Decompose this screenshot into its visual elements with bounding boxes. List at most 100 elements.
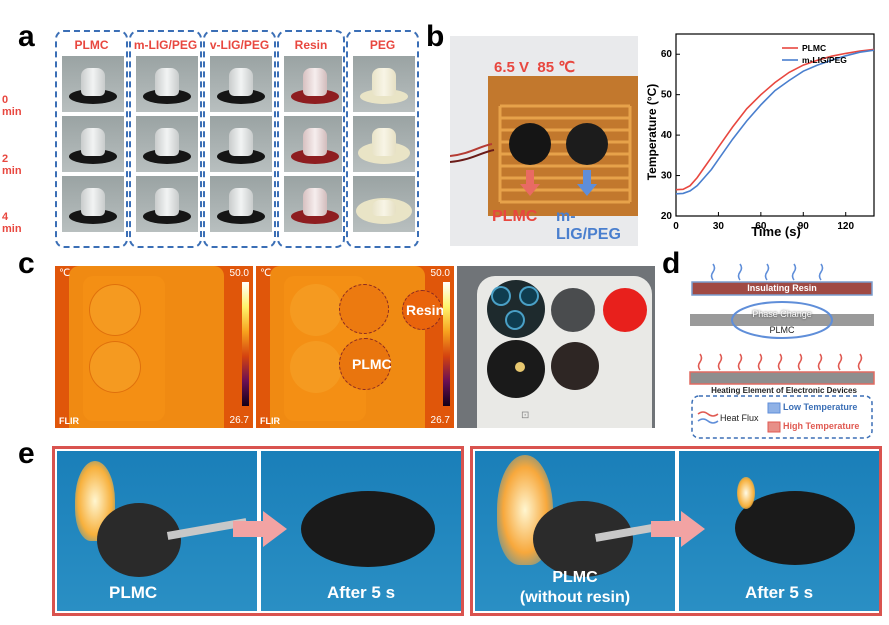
photo-resin-4min <box>284 176 342 232</box>
series-line-plmc <box>675 48 875 191</box>
burn-frame-2: After 5 s <box>261 451 461 611</box>
caption-plmc-2: PLMC <box>552 569 598 586</box>
x-tick-label: 0 <box>673 221 679 232</box>
phase-change-loop <box>731 301 833 339</box>
thermal-image-2: Resin PLMC ℃ 50.0 26.7 FLIR <box>256 266 454 428</box>
burn-frame-4: After 5 s <box>679 451 879 611</box>
photo-vlig-4min <box>210 176 272 232</box>
row-label-4min: 4 min <box>2 211 22 235</box>
plmc-disk-burning <box>97 503 181 577</box>
x-tick-label: 30 <box>713 221 725 232</box>
x-tick-label: 120 <box>837 221 854 232</box>
column-peg: PEG <box>346 30 419 248</box>
plmc-disk-after <box>301 491 435 567</box>
chart-plot-frame <box>675 33 875 217</box>
sample-disk-right <box>566 123 608 165</box>
y-tick-label: 20 <box>661 211 673 222</box>
photo-vlig-0min <box>210 56 272 112</box>
thermal-unit-2: ℃ <box>260 268 272 279</box>
x-tick-label: 60 <box>755 221 767 232</box>
column-m-lig-peg: m-LIG/PEG <box>129 30 202 248</box>
burn-frame-3: PLMC (without resin) <box>475 451 675 611</box>
y-tick-label: 50 <box>661 90 673 101</box>
series-line-m-lig-peg <box>675 49 875 195</box>
phone-mark: ⊡ <box>521 410 530 421</box>
label-plmc-diagram: PLMC <box>769 325 795 335</box>
resin-sample <box>551 288 595 332</box>
y-tick-label: 60 <box>661 49 673 60</box>
chart-y-axis-label: Temperature (°C) <box>645 84 659 181</box>
panel-label-a: a <box>18 20 35 53</box>
plmc-no-resin-burning <box>533 501 633 577</box>
photo-resin-0min <box>284 56 342 112</box>
photo-mlig-4min <box>136 176 198 232</box>
x-tick-label: 90 <box>798 221 810 232</box>
label-phase-change: Phase Change <box>752 309 812 319</box>
plmc-sample <box>551 342 599 390</box>
photo-plmc-4min <box>62 176 124 232</box>
caption-without-resin: (without resin) <box>519 589 631 606</box>
color-scale-bar-2 <box>443 282 450 406</box>
caption-after-5s-2: After 5 s <box>745 583 814 602</box>
plmc-no-resin-after <box>735 491 855 565</box>
arrow-right-2 <box>651 511 705 547</box>
photo-plmc-2min <box>62 116 124 172</box>
residual-flame <box>737 477 755 509</box>
heater-drawing <box>450 76 638 216</box>
camera-module-2 <box>487 340 545 398</box>
voltage-temperature-label: 6.5 V 85 ℃ <box>494 59 576 76</box>
annotation-plmc: PLMC <box>352 356 392 372</box>
photo-vlig-2min <box>210 116 272 172</box>
photo-peg-0min <box>353 56 415 112</box>
plmc-layer <box>690 314 874 326</box>
legend-box <box>691 395 873 439</box>
photo-resin-2min <box>284 116 342 172</box>
annotation-resin: Resin <box>406 302 445 318</box>
column-header-peg: PEG <box>369 38 396 52</box>
camera-module <box>487 280 545 338</box>
label-insulating-resin: Insulating Resin <box>747 283 817 293</box>
thermal-min-2: 26.7 <box>430 415 450 426</box>
column-header-plmc: PLMC <box>74 38 109 52</box>
thermal-max-2: 50.0 <box>430 268 450 279</box>
panel-label-b: b <box>426 20 445 53</box>
row-label-0min: 0 min <box>2 94 22 118</box>
photo-peg-2min <box>353 116 415 172</box>
column-header-v-lig-peg: v-LIG/PEG <box>209 38 270 52</box>
column-resin: Resin <box>277 30 345 248</box>
phase-change-diagram <box>689 263 875 439</box>
chart-x-axis-label: Time (s) <box>751 224 801 239</box>
column-v-lig-peg: v-LIG/PEG <box>203 30 276 248</box>
caption-after-5s-1: After 5 s <box>327 583 396 602</box>
phone-photo: ⊡ <box>457 266 655 428</box>
legend-label-0: PLMC <box>802 43 826 53</box>
arrow-down-blue <box>577 184 597 196</box>
label-plmc-photo: PLMC <box>492 208 538 225</box>
panel-label-d: d <box>662 247 681 280</box>
legend-high-temperature: High Temperature <box>783 421 860 431</box>
caption-plmc: PLMC <box>109 583 158 602</box>
burn-test-group-1: PLMC After 5 s <box>52 446 464 616</box>
label-mlig-photo: m-LIG/PEG <box>556 208 621 243</box>
legend-label-1: m-LIG/PEG <box>802 55 847 65</box>
label-heating-element: Heating Element of Electronic Devices <box>711 386 857 395</box>
column-header-m-lig-peg: m-LIG/PEG <box>133 38 198 52</box>
thermal-max-1: 50.0 <box>229 268 249 279</box>
arrow-down-red <box>520 184 540 196</box>
flir-logo-1: FLIR <box>59 416 79 426</box>
sample-disk-left <box>509 123 551 165</box>
panel-label-e: e <box>18 437 35 470</box>
flir-logo-2: FLIR <box>260 416 280 426</box>
photo-mlig-0min <box>136 56 198 112</box>
y-tick-label: 30 <box>661 171 673 182</box>
panel-label-c: c <box>18 247 35 280</box>
heater-photo: 6.5 V 85 ℃ PLMC m-LIG/PEG <box>450 36 638 246</box>
column-header-resin: Resin <box>294 38 328 52</box>
thermal-image-1: ℃ 50.0 26.7 FLIR <box>55 266 253 428</box>
burn-frame-1: PLMC <box>57 451 257 611</box>
color-scale-bar-1 <box>242 282 249 406</box>
thermal-unit-1: ℃ <box>59 268 71 279</box>
row-label-2min: 2 min <box>2 153 22 177</box>
legend-low-temperature: Low Temperature <box>783 402 858 412</box>
column-plmc: PLMC <box>55 30 128 248</box>
